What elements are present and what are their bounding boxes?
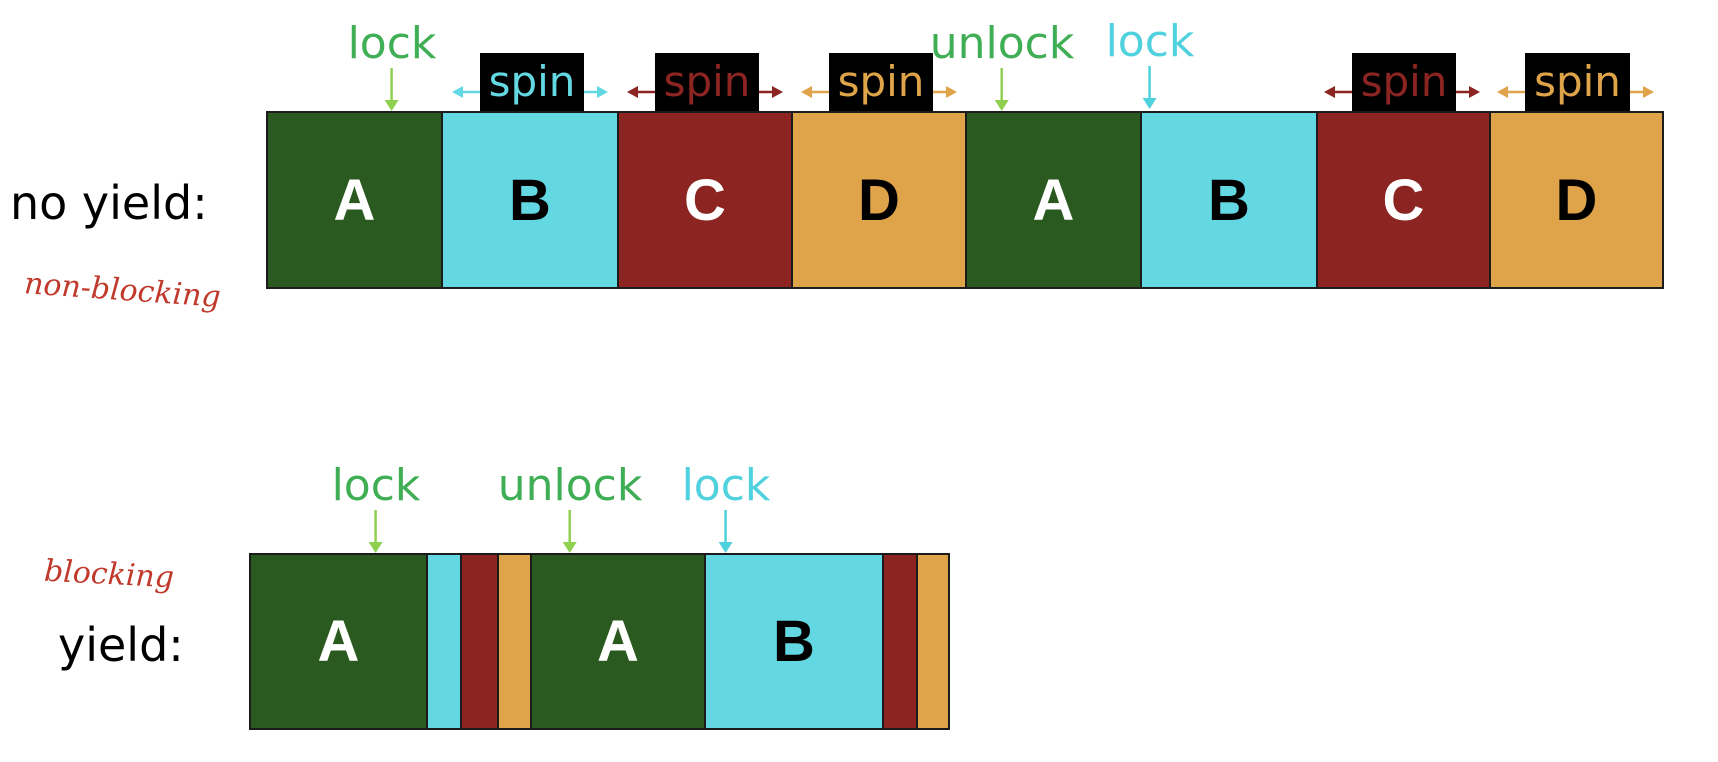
down-arrow-icon <box>995 68 1009 111</box>
segment-label: C <box>1382 167 1425 233</box>
annotation-text: lock <box>681 460 771 511</box>
yield-timeline: A A B <box>249 553 950 730</box>
segment-C: C <box>1318 113 1491 287</box>
segment-label: C <box>684 167 726 233</box>
spin-label: spin <box>1352 53 1456 111</box>
annotation-text: lock <box>1105 16 1195 67</box>
spin-label: spin <box>829 53 933 111</box>
spin-indicator: spin <box>1497 53 1654 111</box>
segment-C-slice <box>884 555 918 728</box>
spin-indicator: spin <box>801 53 957 111</box>
segment-D: D <box>1491 113 1662 287</box>
spin-indicator: spin <box>1324 53 1480 111</box>
annotation-text: lock <box>331 460 421 511</box>
annotation-text: lock <box>347 18 437 69</box>
down-arrow-icon <box>384 68 399 111</box>
segment-D-slice <box>499 555 532 728</box>
segment-label: A <box>1032 167 1075 233</box>
segment-B-slice <box>428 555 462 728</box>
segment-A: A <box>532 555 706 728</box>
segment-C: C <box>619 113 793 287</box>
segment-label: A <box>317 609 360 674</box>
segment-label: B <box>509 167 551 233</box>
segment-label: A <box>333 167 376 233</box>
down-arrow-icon <box>368 510 383 553</box>
segment-D: D <box>793 113 967 287</box>
unlock-annotation: unlock <box>497 460 643 554</box>
down-arrow-icon <box>1142 66 1157 109</box>
non-blocking-note: non-blocking <box>23 266 222 315</box>
spin-indicator: spin <box>627 53 783 111</box>
spin-label: spin <box>480 53 584 111</box>
blocking-note: blocking <box>43 553 175 596</box>
lock-annotation: lock <box>331 460 421 554</box>
segment-D-slice <box>918 555 948 728</box>
lock-annotation: lock <box>1105 16 1195 110</box>
segment-label: B <box>1208 167 1250 233</box>
annotation-text: unlock <box>929 18 1075 69</box>
segment-C-slice <box>462 555 499 728</box>
no-yield-timeline: A B C D A B C D <box>266 111 1664 289</box>
segment-label: D <box>858 167 900 233</box>
segment-A: A <box>967 113 1142 287</box>
spin-label: spin <box>655 53 759 111</box>
unlock-annotation: unlock <box>929 18 1075 112</box>
down-arrow-icon <box>718 510 733 553</box>
no-yield-label: no yield: <box>10 176 208 230</box>
lock-annotation: lock <box>347 18 437 112</box>
segment-label: A <box>597 609 639 674</box>
yield-label: yield: <box>58 618 184 672</box>
segment-B: B <box>706 555 884 728</box>
lock-annotation: lock <box>681 460 771 554</box>
spin-indicator: spin <box>452 53 608 111</box>
segment-A: A <box>268 113 443 287</box>
segment-B: B <box>1142 113 1318 287</box>
segment-label: D <box>1555 167 1598 233</box>
down-arrow-icon <box>563 510 577 553</box>
segment-B: B <box>443 113 619 287</box>
segment-label: B <box>773 609 815 674</box>
annotation-text: unlock <box>497 460 643 511</box>
spin-label: spin <box>1525 53 1630 111</box>
segment-A: A <box>251 555 428 728</box>
